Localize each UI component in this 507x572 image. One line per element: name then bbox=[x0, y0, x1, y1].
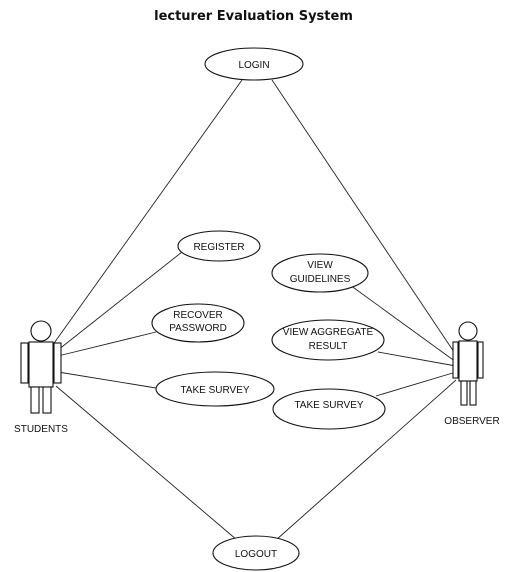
line-students-take-survey bbox=[57, 371, 157, 389]
line-observer-view-guidelines bbox=[349, 284, 457, 363]
use-case-label: VIEW bbox=[307, 260, 333, 271]
use-case-label: GUIDELINES bbox=[290, 274, 351, 285]
actor-students[interactable]: STUDENTS bbox=[14, 320, 68, 435]
use-case-label: TAKE SURVEY bbox=[180, 385, 249, 396]
actor-left-leg bbox=[30, 386, 40, 414]
actor-body bbox=[458, 340, 478, 382]
actor-head bbox=[30, 320, 52, 342]
line-students-logout bbox=[55, 385, 238, 541]
line-observer-view-aggregate bbox=[377, 351, 457, 367]
line-observer-take-survey bbox=[375, 371, 457, 397]
use-case-view-aggregate-result[interactable]: VIEW AGGREGATE RESULT bbox=[271, 319, 385, 361]
use-case-register[interactable]: REGISTER bbox=[177, 230, 261, 262]
actor-right-leg bbox=[42, 386, 52, 414]
actor-label: STUDENTS bbox=[14, 424, 68, 435]
diagram-title: lecturer Evaluation System bbox=[154, 9, 353, 24]
use-case-login[interactable]: LOGIN bbox=[204, 47, 304, 81]
use-case-take-survey-observer[interactable]: TAKE SURVEY bbox=[272, 388, 386, 430]
actor-right-arm bbox=[53, 342, 62, 384]
use-case-label: TAKE SURVEY bbox=[294, 400, 363, 411]
actor-label: OBSERVER bbox=[444, 416, 499, 427]
use-case-label: LOGIN bbox=[238, 60, 269, 71]
line-students-login bbox=[51, 79, 243, 347]
actor-left-arm bbox=[452, 341, 459, 379]
association-lines bbox=[51, 79, 459, 541]
use-case-label: VIEW AGGREGATE bbox=[283, 327, 374, 338]
use-case-view-guidelines[interactable]: VIEW GUIDELINES bbox=[271, 253, 369, 293]
line-observer-login bbox=[271, 79, 459, 359]
actor-body bbox=[28, 341, 54, 388]
actor-left-arm bbox=[20, 342, 29, 384]
use-case-logout[interactable]: LOGOUT bbox=[212, 535, 300, 571]
actor-right-arm bbox=[477, 341, 484, 379]
use-case-label: PASSWORD bbox=[169, 323, 227, 334]
line-observer-logout bbox=[275, 379, 457, 541]
actor-left-leg bbox=[460, 380, 468, 406]
actor-head bbox=[458, 321, 478, 341]
line-students-recover-password bbox=[57, 331, 157, 357]
actor-observer[interactable]: OBSERVER bbox=[444, 321, 500, 427]
use-case-recover-password[interactable]: RECOVER PASSWORD bbox=[151, 303, 245, 343]
use-case-label: LOGOUT bbox=[235, 549, 277, 560]
actor-right-leg bbox=[469, 380, 477, 406]
use-case-label: RESULT bbox=[309, 341, 348, 352]
use-case-label: RECOVER bbox=[173, 310, 222, 321]
use-case-label: REGISTER bbox=[193, 242, 244, 253]
line-students-register bbox=[57, 251, 183, 351]
use-case-take-survey-students[interactable]: TAKE SURVEY bbox=[155, 371, 275, 407]
